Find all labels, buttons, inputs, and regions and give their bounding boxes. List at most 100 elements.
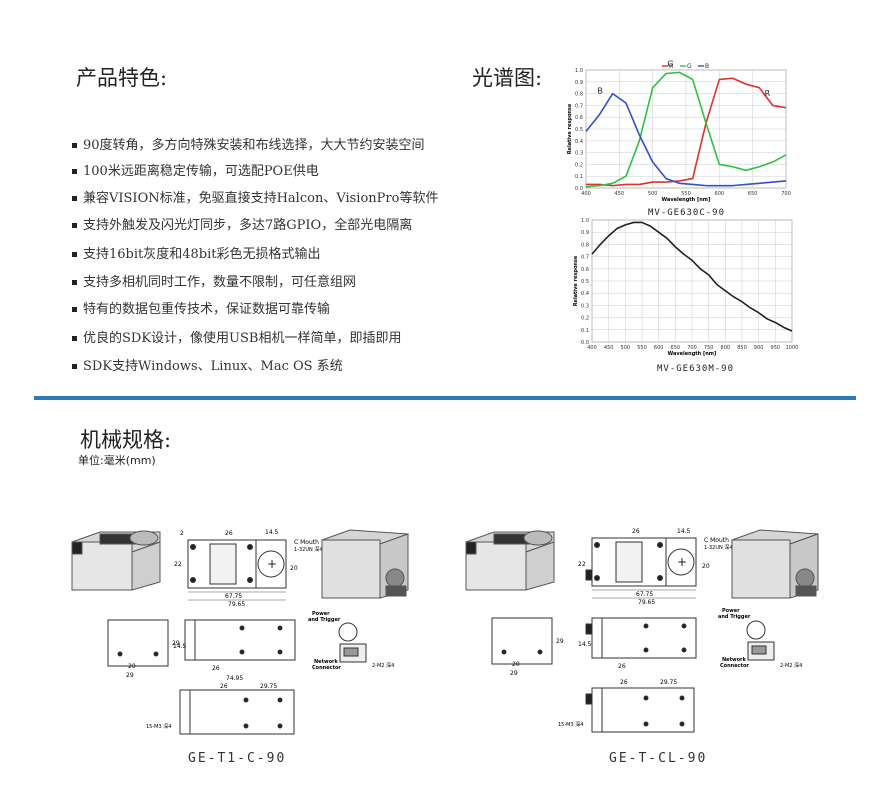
- x-tick-label: 500: [621, 345, 631, 351]
- section-divider: [34, 396, 856, 400]
- x-tick-label: 450: [604, 345, 614, 351]
- dim-26-lower-r: 26: [620, 679, 628, 686]
- camera-front-view-r: +: [585, 537, 697, 587]
- m2-hole-label-r: 2-M2 深4: [780, 662, 802, 669]
- c-mouth-label: C Mouth: [294, 539, 319, 546]
- x-tick-label: 700: [687, 345, 697, 351]
- feature-text: 支持多相机同时工作，数量不限制，可任意组网: [83, 275, 357, 290]
- bullet-square-icon: [72, 252, 77, 257]
- feature-text: SDK支持Windows、Linux、Mac OS 系统: [83, 359, 343, 374]
- y-tick-label: 0.8: [575, 92, 583, 98]
- y-tick-label: 0.9: [575, 80, 583, 86]
- feature-item: 支持外触发及闪光灯同步，多达7路GPIO，全部光电隔离: [72, 214, 412, 233]
- x-tick-label: 700: [781, 191, 791, 197]
- x-tick-label: 750: [704, 345, 714, 351]
- dim-26-bottom-r: 26: [618, 663, 626, 670]
- m2-hole-label: 2-M2 深4: [372, 662, 394, 669]
- feature-item: 特有的数据包重传技术，保证数据可靠传输: [72, 298, 330, 317]
- y-tick-label: 0.4: [575, 139, 583, 145]
- bullet-square-icon: [72, 143, 77, 148]
- bullet-square-icon: [72, 223, 77, 228]
- left-model-label: GE-T1-C-90: [188, 751, 287, 766]
- x-tick-label: 650: [748, 191, 758, 197]
- y-tick-label: 0.7: [575, 103, 583, 109]
- x-tick-label: 550: [637, 345, 647, 351]
- y-tick-label: 0.8: [581, 242, 589, 248]
- x-tick-label: 800: [721, 345, 731, 351]
- color-spectrum-caption: MV-GE630C-90: [648, 208, 726, 218]
- mono-spectrum-caption: MV-GE630M-90: [657, 364, 735, 374]
- legend-label: R: [669, 63, 673, 70]
- series-line: [585, 71, 787, 188]
- connector-view-r: [746, 620, 775, 661]
- c-mouth-label-r: C Mouth: [704, 537, 729, 544]
- power-label-r: Power: [722, 608, 740, 614]
- dim-20-side: 20: [128, 663, 136, 670]
- svg-text:+: +: [267, 557, 277, 571]
- y-tick-label: 0.4: [581, 291, 589, 297]
- x-tick-label: 600: [654, 345, 664, 351]
- x-tick-label: 900: [754, 345, 764, 351]
- x-tick-label: 450: [615, 191, 625, 197]
- bullet-square-icon: [72, 307, 77, 312]
- feature-item: 优良的SDK设计，像使用USB相机一样简单，即插即用: [72, 327, 401, 346]
- series-line: [585, 92, 787, 187]
- feature-item: SDK支持Windows、Linux、Mac OS 系统: [72, 355, 343, 374]
- x-tick-label: 950: [771, 345, 781, 351]
- dim-29-side-r: 29: [510, 670, 518, 677]
- y-tick-label: 0.0: [581, 340, 589, 346]
- dim-14-5-top-r: 14.5: [677, 528, 691, 535]
- y-tick-label: 0.5: [581, 279, 589, 285]
- dim-14-5-top: 14.5: [265, 529, 279, 536]
- dim-26-top: 26: [225, 530, 233, 537]
- x-tick-label: 650: [671, 345, 681, 351]
- dim-29-75: 29.75: [260, 683, 277, 690]
- camera-bottom-view: [184, 619, 296, 661]
- dim-20-side-r: 20: [512, 661, 520, 668]
- dim-26-bottom: 26: [212, 665, 220, 672]
- x-tick-label: 500: [648, 191, 658, 197]
- camera-side-view: [107, 619, 169, 667]
- bullet-square-icon: [72, 336, 77, 341]
- bullet-square-icon: [72, 280, 77, 285]
- curve-annotation: B: [597, 87, 603, 96]
- bullet-square-icon: [72, 169, 77, 174]
- dim-67-75-r: 67.75: [636, 591, 653, 598]
- dim-26-lower: 26: [220, 683, 228, 690]
- bullet-square-icon: [72, 364, 77, 369]
- camera-top-view: [179, 689, 295, 735]
- m3-hole-label: 15-M3 深4: [146, 723, 171, 730]
- legend-label: B: [705, 63, 709, 70]
- feature-text: 支持外触发及闪光灯同步，多达7路GPIO，全部光电隔离: [83, 218, 413, 233]
- y-axis-label: Relative response: [573, 255, 579, 306]
- svg-text:+: +: [677, 555, 687, 569]
- x-tick-label: 1000: [786, 345, 799, 351]
- series-line: [591, 221, 793, 332]
- feature-item: 100米远距离稳定传输，可选配POE供电: [72, 160, 319, 179]
- camera-3d-view-right-r: [731, 529, 819, 599]
- power-label: Power: [312, 611, 330, 617]
- legend-label: G: [687, 63, 692, 70]
- y-tick-label: 0.6: [581, 267, 589, 273]
- x-tick-label: 600: [715, 191, 725, 197]
- c-mouth-depth: 1-32UN 深4: [294, 546, 323, 553]
- dim-14-5-bottom: 14.5: [173, 643, 187, 650]
- trigger-label: and Trigger: [308, 617, 341, 623]
- y-tick-label: 0.5: [575, 127, 583, 133]
- dim-29-vert-r: 29: [556, 638, 564, 645]
- x-axis-label: Wavelength [nm]: [668, 351, 717, 357]
- network-label-r: Network: [722, 657, 746, 663]
- dim-67-75: 67.75: [225, 593, 242, 600]
- dim-20-right-r: 20: [702, 563, 710, 570]
- dim-20-right: 20: [290, 565, 298, 572]
- network-label: Network: [314, 659, 338, 665]
- y-tick-label: 0.3: [581, 303, 589, 309]
- camera-3d-view-left: [71, 530, 161, 591]
- dim-29-side: 29: [126, 672, 134, 679]
- dim-22-r: 22: [578, 561, 586, 568]
- y-tick-label: 0.7: [581, 255, 589, 261]
- y-tick-label: 1.0: [581, 218, 589, 224]
- right-mechanical-drawing: + 26 14.5 C Mouth 1-32UN 深4 22 20 67.75 …: [465, 528, 819, 733]
